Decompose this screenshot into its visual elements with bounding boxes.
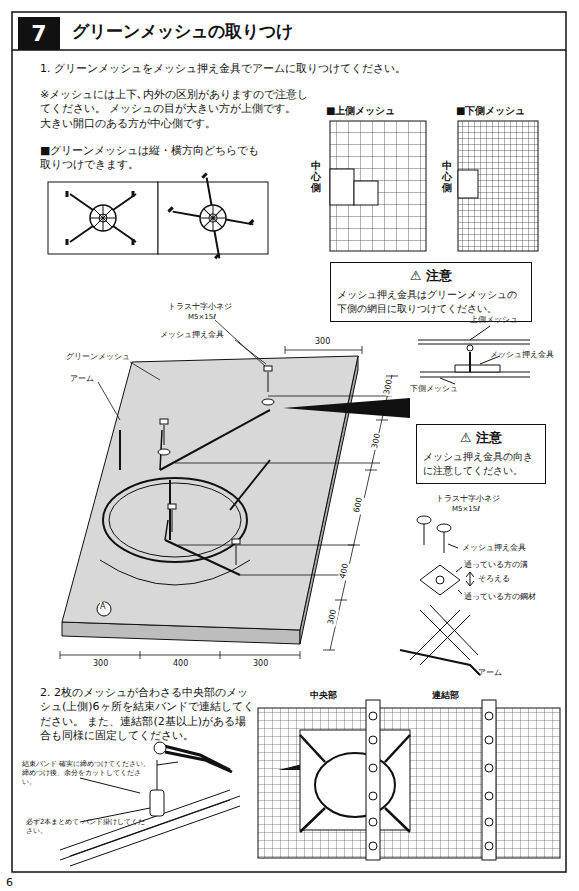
part-label: アーム [70, 374, 94, 384]
part-label: A [100, 602, 105, 612]
part-label: 中心側 [311, 160, 321, 193]
part-label: メッシュ押え金具 [490, 350, 554, 360]
dimension: 300 [314, 337, 331, 347]
dimension: 300 [252, 659, 269, 669]
part-label: トラス十字小ネジ [436, 494, 500, 504]
part-label: M5×15ℓ [188, 313, 216, 322]
instruction-text: 1. グリーンメッシュをメッシュ押え金具でアームに取りつけてください。 [40, 62, 520, 76]
caution-box: ⚠ 注意メッシュ押え金具はグリーンメッシュの下側の網目に取りつけてください。 [330, 262, 532, 322]
dimension: 400 [338, 562, 352, 581]
part-label: グリーンメッシュ [66, 352, 130, 362]
part-label: トラス十字小ネジ [168, 302, 232, 312]
page-title: グリーンメッシュの取りつけ [72, 20, 293, 43]
dimension: 600 [352, 496, 366, 515]
instruction-text: ※メッシュには上下､内外の区別がありますので注意してください。 メッシュの目が大… [40, 88, 310, 131]
instruction-text: 2. 2枚のメッシュが合わさる中央部のメッシュ(上側)6ヶ所を結束バンドで連結し… [40, 686, 255, 743]
node-text: 7 [18, 17, 60, 50]
part-label: 結束バンド 確実に締めつけてください。 締めつけ後、余分をカットしてください。 [22, 760, 152, 787]
part-label: 中央部 [310, 690, 337, 702]
part-label: メッシュ押え金具 [160, 330, 224, 340]
part-label: 通っている方の鋼材 [464, 592, 536, 602]
part-label: 通っている方の溝 [464, 560, 528, 570]
caution-heading: ⚠ 注意 [337, 267, 525, 286]
dimension: 300 [382, 378, 396, 397]
dimension: 300 [326, 608, 340, 627]
part-label: メッシュ押え金具 [462, 543, 526, 553]
instruction-text: ■グリーンメッシュは縦・横方向どちらでも取りつけできます。 [40, 144, 270, 173]
part-label: 下側メッシュ [410, 384, 458, 394]
part-label: ■下側メッシュ [456, 104, 525, 117]
part-label: 必ず2本まとめて バンド掛けしてください。 [26, 818, 146, 836]
part-label: ■上側メッシュ [326, 104, 395, 117]
page-number: 6 [6, 876, 13, 890]
part-label: 連結部 [432, 690, 459, 702]
step-number: 7 [18, 17, 60, 50]
part-label: M5×15ℓ [452, 505, 480, 514]
dimension: 400 [172, 659, 189, 669]
dimension: 300 [370, 432, 384, 451]
node-text: メッシュ押え金具の向きに注意してください。 [423, 450, 539, 479]
part-label: アーム [478, 668, 502, 678]
dimension: 300 [92, 659, 109, 669]
part-label: 上側メッシュ [470, 315, 518, 325]
node-text: メッシュ押え金具はグリーンメッシュの下側の網目に取りつけてください。 [337, 288, 525, 317]
part-label: 中心側 [442, 160, 452, 193]
caution-heading: ⚠ 注意 [423, 429, 539, 448]
part-label: そろえる [478, 574, 510, 584]
caution-box: ⚠ 注意メッシュ押え金具の向きに注意してください。 [416, 424, 546, 484]
